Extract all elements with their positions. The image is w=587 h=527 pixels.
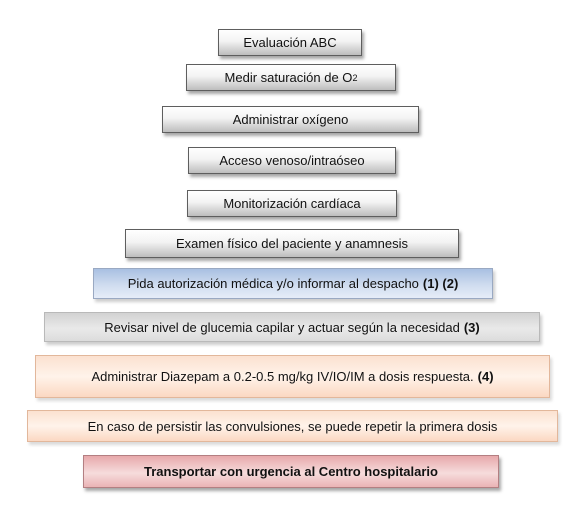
step-autorizacion-medica: Pida autorización médica y/o informar al… bbox=[93, 268, 493, 299]
subscript: 2 bbox=[352, 72, 358, 83]
step-acceso-venoso: Acceso venoso/intraóseo bbox=[188, 147, 396, 174]
step-label: Administrar oxígeno bbox=[232, 112, 349, 127]
step-examen-fisico: Examen físico del paciente y anamnesis bbox=[125, 229, 459, 258]
step-label: Medir saturación de O bbox=[224, 70, 353, 85]
step-administrar-diazepam: Administrar Diazepam a 0.2-0.5 mg/kg IV/… bbox=[35, 355, 550, 398]
step-evaluacion-abc: Evaluación ABC bbox=[218, 29, 362, 56]
step-label: Administrar Diazepam a 0.2-0.5 mg/kg IV/… bbox=[91, 369, 474, 384]
step-glucemia-capilar: Revisar nivel de glucemia capilar y actu… bbox=[44, 312, 540, 342]
step-label: Examen físico del paciente y anamnesis bbox=[176, 236, 408, 251]
step-label: Monitorización cardíaca bbox=[223, 196, 361, 211]
step-repetir-dosis: En caso de persistir las convulsiones, s… bbox=[27, 410, 558, 442]
step-label: En caso de persistir las convulsiones, s… bbox=[87, 418, 498, 434]
step-label: Transportar con urgencia al Centro hospi… bbox=[143, 464, 438, 479]
step-note-ref: (1) (2) bbox=[422, 276, 459, 291]
step-label: Evaluación ABC bbox=[243, 35, 337, 50]
step-note-ref: (3) bbox=[463, 319, 480, 335]
step-administrar-oxigeno: Administrar oxígeno bbox=[162, 106, 419, 133]
step-monitorizacion-cardiaca: Monitorización cardíaca bbox=[187, 190, 397, 217]
step-note-ref: (4) bbox=[477, 369, 494, 384]
step-transportar-urgencia: Transportar con urgencia al Centro hospi… bbox=[83, 455, 499, 488]
step-label: Pida autorización médica y/o informar al… bbox=[127, 276, 419, 291]
step-label: Acceso venoso/intraóseo bbox=[219, 153, 365, 168]
step-label: Revisar nivel de glucemia capilar y actu… bbox=[104, 319, 460, 335]
